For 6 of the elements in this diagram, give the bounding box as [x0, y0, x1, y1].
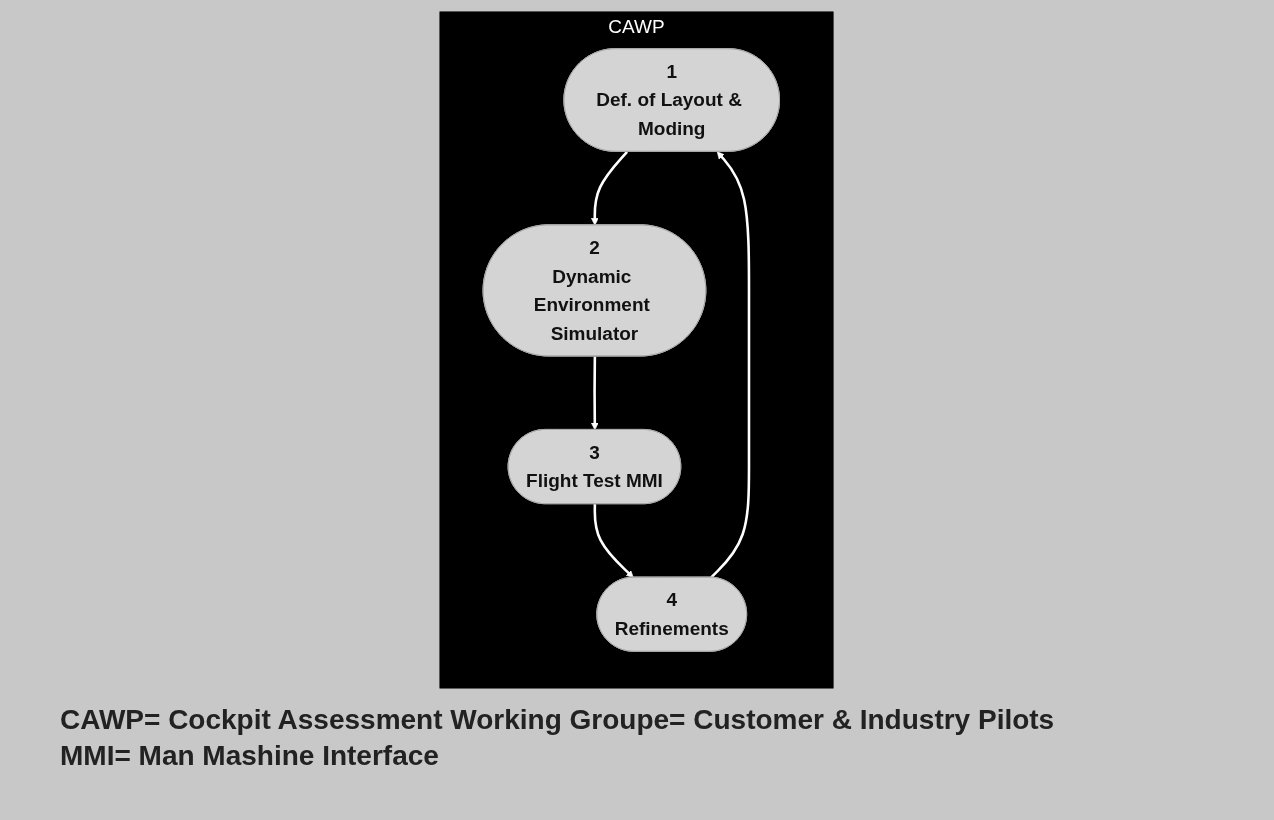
- arrow: [594, 504, 635, 578]
- arrow: [710, 151, 751, 579]
- arrow: [591, 356, 600, 431]
- abbreviation-note: CAWP= Cockpit Assessment Working Groupe= Customer & Industry Pilots: [60, 704, 1055, 736]
- arrow: [591, 150, 629, 226]
- abbreviation-note: MMI= Man Mashine Interface: [60, 740, 439, 772]
